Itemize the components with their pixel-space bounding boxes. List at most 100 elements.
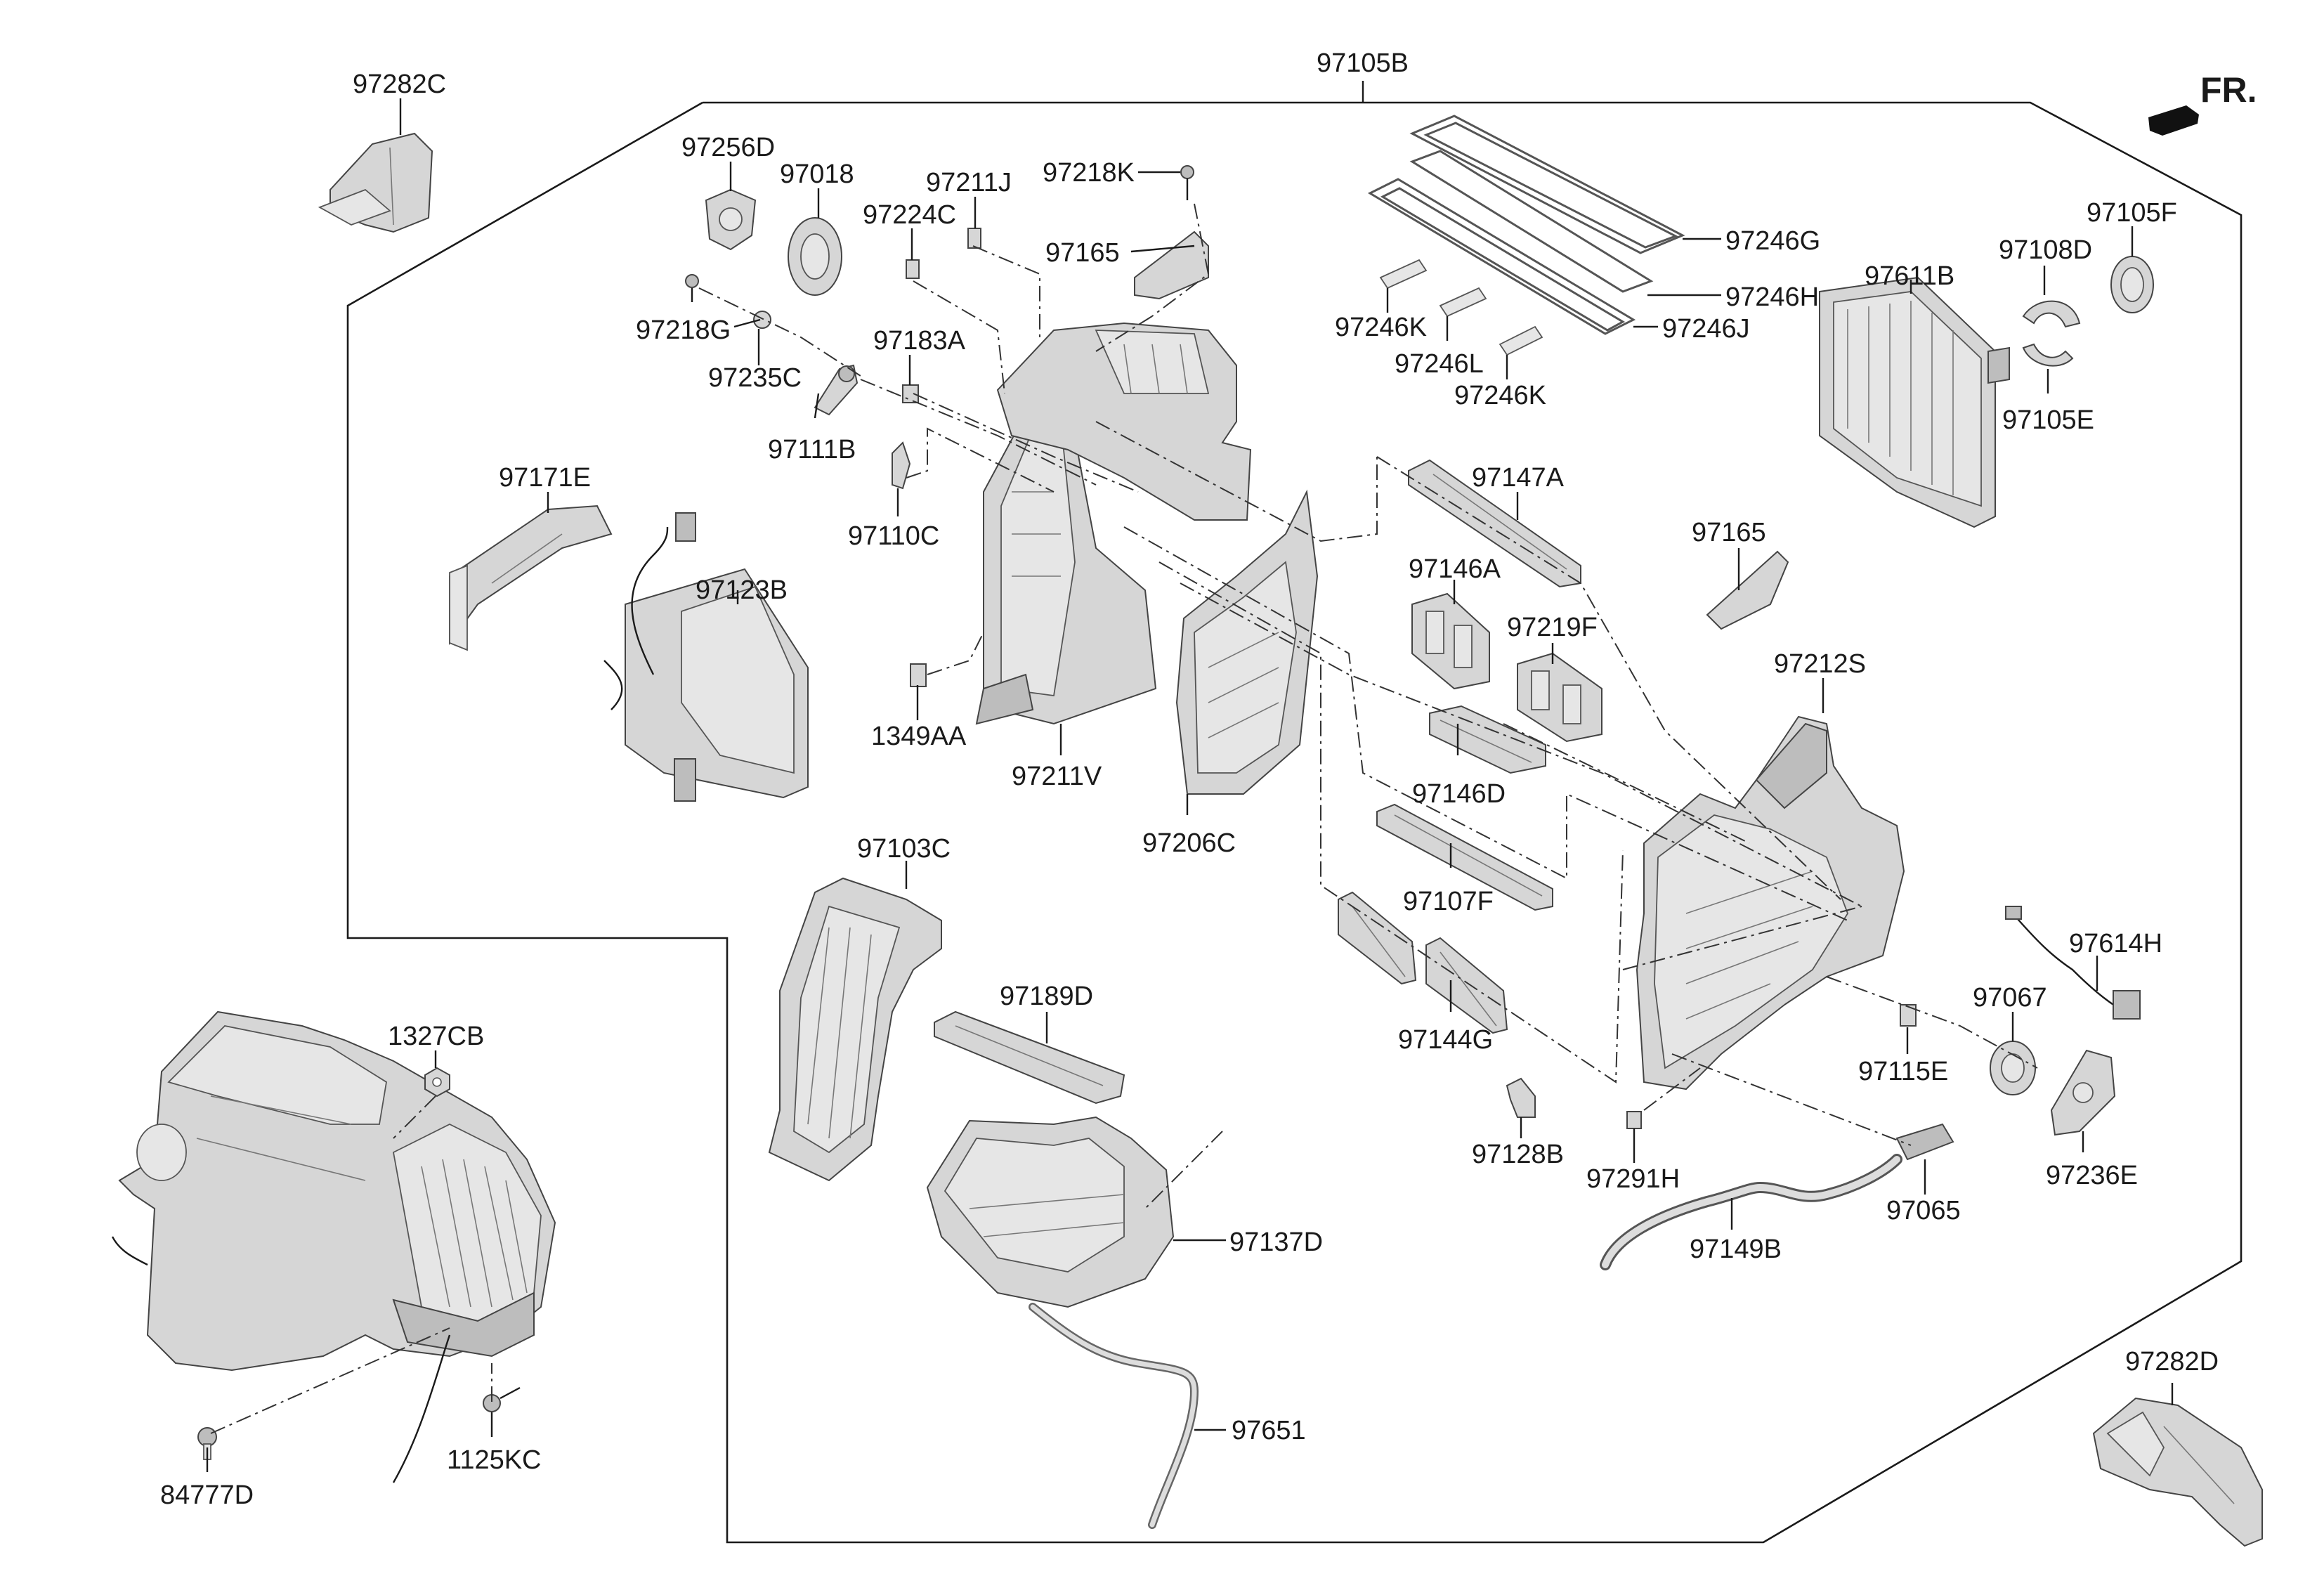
part-97146d-door xyxy=(1429,705,1546,774)
part-97224c-clip xyxy=(906,259,920,279)
part-97146a-door xyxy=(1411,592,1490,690)
part-97219f-door xyxy=(1517,652,1602,743)
label-97212s: 97212S xyxy=(1774,649,1866,679)
part-97236e-actuator xyxy=(2050,1049,2116,1136)
part-97246h-seal xyxy=(1409,150,1654,293)
part-97218g-screw xyxy=(685,274,699,302)
label-97651: 97651 xyxy=(1232,1416,1306,1445)
part-97067-motor xyxy=(1990,1041,2036,1095)
label-97111b: 97111B xyxy=(768,435,856,464)
label-97105f: 97105F xyxy=(2087,198,2177,228)
part-97206c-side-case xyxy=(1175,489,1319,795)
part-97246g-seal xyxy=(1409,115,1685,254)
label-97235c: 97235C xyxy=(708,363,802,393)
label-1349aa: 1349AA xyxy=(871,722,967,751)
label-97246g: 97246G xyxy=(1725,226,1820,256)
part-1125kc-bolt xyxy=(483,1386,521,1412)
label-97246k-a: 97246K xyxy=(1335,313,1427,342)
label-97218k: 97218K xyxy=(1043,158,1135,188)
label-97206c: 97206C xyxy=(1142,828,1236,858)
part-97018-gear xyxy=(788,217,842,296)
label-97137d: 97137D xyxy=(1229,1228,1323,1257)
label-97614h: 97614H xyxy=(2069,929,2162,958)
label-97282c: 97282C xyxy=(353,70,446,99)
label-97018: 97018 xyxy=(780,160,854,189)
part-top-housing xyxy=(996,322,1252,521)
label-97218g: 97218G xyxy=(636,315,731,345)
part-97105f-seal-ring xyxy=(2110,256,2154,313)
part-97183a-clip xyxy=(902,384,919,403)
part-97115e-clip xyxy=(1900,1004,1917,1027)
label-97165-b: 97165 xyxy=(1692,518,1766,547)
part-97103c-duct xyxy=(768,877,942,1182)
part-97165-plate-a xyxy=(1134,230,1209,300)
part-97144g-door xyxy=(1338,891,1508,1034)
label-97211v: 97211V xyxy=(1012,762,1102,791)
label-97611b: 97611B xyxy=(1865,261,1954,291)
label-97224c: 97224C xyxy=(863,200,956,230)
explode-lines xyxy=(210,203,2038,1434)
label-97171e: 97171E xyxy=(499,463,591,493)
label-97246l: 97246L xyxy=(1395,349,1484,379)
label-97183a: 97183A xyxy=(873,326,966,356)
part-97065-sensor xyxy=(1895,1123,1954,1161)
part-97291h-clip xyxy=(1626,1111,1642,1129)
label-97110c: 97110C xyxy=(848,521,939,551)
label-97107f: 97107F xyxy=(1403,887,1494,916)
part-labels: 97105B 97282C 97256D 97018 97211J 97218K… xyxy=(160,48,2219,1510)
part-97123b-heater-core xyxy=(603,512,809,802)
part-1327cb-nut xyxy=(424,1067,450,1098)
label-97128b: 97128B xyxy=(1472,1140,1564,1169)
part-97246j-seal xyxy=(1367,178,1636,335)
label-1125kc: 1125KC xyxy=(447,1445,542,1475)
part-97212s-case xyxy=(1636,715,1905,1091)
part-97211v-upper-case xyxy=(975,400,1157,725)
part-97218k-screw xyxy=(1180,165,1194,200)
part-97107f-door xyxy=(1376,803,1553,911)
label-97105e: 97105E xyxy=(2002,405,2094,435)
part-97211j-clip xyxy=(967,228,981,249)
label-97108d: 97108D xyxy=(1999,235,2092,265)
label-97189d: 97189D xyxy=(1000,982,1093,1011)
front-direction-arrow-icon xyxy=(2148,105,2199,136)
part-97256d-actuator xyxy=(705,188,757,251)
label-97067: 97067 xyxy=(1973,983,2047,1013)
label-97115e: 97115E xyxy=(1858,1057,1948,1086)
label-97211j: 97211J xyxy=(926,168,1012,197)
part-97611b-evaporator xyxy=(1819,276,2010,528)
part-97111b-lever xyxy=(814,364,859,416)
part-97137d-lower-case xyxy=(926,1116,1175,1308)
label-97291h: 97291H xyxy=(1586,1164,1680,1194)
label-97256d: 97256D xyxy=(681,133,775,162)
label-97236e: 97236E xyxy=(2046,1161,2138,1190)
label-1327cb: 1327CB xyxy=(388,1022,484,1051)
label-97246h: 97246H xyxy=(1725,282,1819,312)
part-97128b-clip xyxy=(1506,1077,1536,1118)
part-97105e-clamp xyxy=(2022,343,2074,367)
part-97149b-hose xyxy=(1600,1154,1902,1270)
part-97246l-seal xyxy=(1439,287,1487,318)
label-97105b: 97105B xyxy=(1317,48,1409,78)
part-97235c-washer xyxy=(753,311,771,329)
part-97110c-link xyxy=(892,441,911,490)
leader-lines xyxy=(206,81,2174,1472)
part-97282c-bracket xyxy=(318,132,433,233)
part-97165-plate-b xyxy=(1706,550,1789,630)
label-97147a: 97147A xyxy=(1472,463,1565,493)
label-97123b: 97123B xyxy=(696,575,788,605)
label-97246k-b: 97246K xyxy=(1454,381,1546,410)
label-97144g: 97144G xyxy=(1398,1025,1493,1055)
label-97282d: 97282D xyxy=(2125,1347,2219,1377)
label-97149b: 97149B xyxy=(1690,1235,1782,1264)
label-97146d: 97146D xyxy=(1412,779,1506,809)
part-97108d-clamp xyxy=(2022,300,2081,328)
assembly-boundary xyxy=(346,101,2243,1544)
part-97282d-bracket xyxy=(2092,1397,2263,1547)
part-97189d-bracket xyxy=(934,1010,1125,1105)
label-97103c: 97103C xyxy=(857,834,951,864)
label-97246j: 97246J xyxy=(1662,314,1750,344)
part-1349aa-clip xyxy=(910,663,927,687)
label-97219f: 97219F xyxy=(1507,613,1598,642)
part-97651-drain-hose xyxy=(1029,1303,1199,1529)
